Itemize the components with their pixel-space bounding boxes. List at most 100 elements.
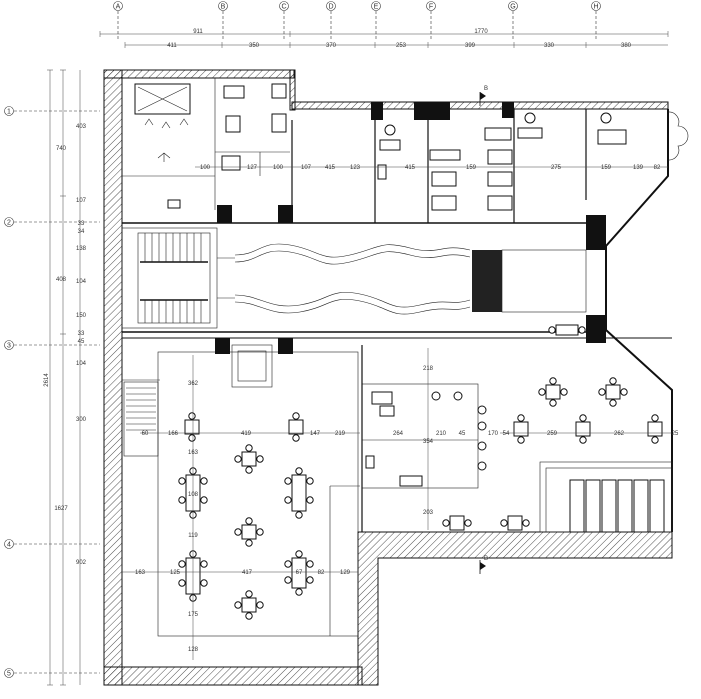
svg-text:104: 104 (76, 279, 87, 285)
svg-text:D: D (328, 4, 333, 11)
table-square (575, 414, 591, 444)
table-square (538, 377, 568, 407)
svg-text:411: 411 (167, 43, 177, 49)
structural-columns (215, 102, 606, 354)
svg-text:354: 354 (423, 439, 434, 445)
table-square (234, 590, 264, 620)
svg-text:166: 166 (168, 431, 179, 437)
svg-text:163: 163 (135, 570, 146, 576)
svg-text:100: 100 (200, 165, 211, 171)
svg-text:3: 3 (7, 343, 11, 350)
svg-text:125: 125 (170, 570, 181, 576)
dim-overall-total: 1770 (474, 29, 488, 35)
svg-text:F: F (429, 4, 433, 11)
svg-text:138: 138 (76, 246, 87, 252)
svg-text:1: 1 (7, 109, 11, 116)
svg-text:210: 210 (436, 431, 447, 437)
svg-text:4: 4 (7, 542, 11, 549)
section-marker-bottom: B (479, 556, 488, 574)
svg-text:403: 403 (76, 124, 87, 130)
grid-bubble-e: E (371, 1, 381, 40)
grid-bubble-2: 2 (4, 217, 100, 227)
grid-bubble-4: 4 (4, 539, 100, 549)
svg-text:419: 419 (241, 431, 252, 437)
svg-text:259: 259 (547, 431, 558, 437)
svg-text:108: 108 (188, 492, 199, 498)
svg-text:370: 370 (326, 43, 337, 49)
lockers (569, 479, 665, 533)
desk-cluster-1 (431, 149, 513, 211)
dim-outer-total: 2614 (44, 373, 50, 387)
svg-text:150: 150 (76, 313, 87, 319)
table-square (548, 324, 586, 336)
svg-text:107: 107 (301, 165, 312, 171)
south-wall-left (103, 666, 363, 686)
svg-text:147: 147 (310, 431, 321, 437)
svg-text:264: 264 (393, 431, 404, 437)
svg-text:159: 159 (601, 165, 612, 171)
small-offices-left (221, 83, 287, 171)
svg-text:218: 218 (423, 366, 434, 372)
svg-text:408: 408 (56, 277, 67, 283)
table-square (442, 515, 472, 531)
table-square (598, 377, 628, 407)
grid-bubble-c: C (279, 1, 289, 40)
ramp-steps (472, 250, 502, 312)
left-dimension-lines: 2614 740 408 1627 403 107 33 34 138 104 … (44, 69, 87, 686)
svg-text:399: 399 (465, 43, 476, 49)
svg-text:104: 104 (76, 361, 87, 367)
svg-text:262: 262 (614, 431, 625, 437)
section-marker-top: B (479, 86, 488, 106)
svg-text:175: 175 (188, 612, 199, 618)
svg-text:107: 107 (76, 198, 87, 204)
svg-text:300: 300 (76, 417, 87, 423)
svg-text:159: 159 (466, 165, 477, 171)
svg-text:380: 380 (621, 43, 632, 49)
svg-text:33: 33 (78, 221, 85, 227)
svg-text:417: 417 (242, 570, 253, 576)
svg-text:45: 45 (78, 339, 85, 345)
corridor-wave-feature (217, 243, 587, 315)
table-square (234, 444, 264, 474)
svg-text:275: 275 (551, 165, 562, 171)
svg-text:B: B (484, 556, 488, 562)
grid-bubble-1: 1 (4, 106, 100, 116)
west-wall (103, 69, 123, 686)
south-wall-right (357, 531, 673, 686)
office-row-upper (377, 111, 689, 211)
table-long (284, 467, 314, 519)
svg-text:54: 54 (503, 431, 510, 437)
svg-text:203: 203 (423, 510, 434, 516)
grid-bubble-f: F (426, 1, 436, 40)
svg-text:G: G (510, 4, 515, 11)
svg-text:415: 415 (325, 165, 336, 171)
svg-text:E: E (374, 4, 379, 11)
svg-text:60: 60 (142, 431, 149, 437)
left-secondary-stair (123, 344, 273, 457)
svg-text:33: 33 (78, 331, 85, 337)
svg-text:119: 119 (188, 533, 198, 539)
svg-text:1627: 1627 (54, 506, 68, 512)
table-square (500, 515, 530, 531)
svg-text:219: 219 (335, 431, 346, 437)
svg-text:127: 127 (247, 165, 258, 171)
top-dimension-lines: 911 1770 411 350 370 253 399 330 380 (99, 29, 669, 49)
svg-text:740: 740 (56, 146, 67, 152)
svg-text:C: C (281, 4, 286, 11)
upper-room-dimensions: 100 127 100 107 415 123 415 159 275 159 … (195, 165, 668, 171)
grid-bubble-5: 5 (4, 668, 100, 678)
north-wall-left (103, 69, 295, 79)
grid-bubble-h: H (591, 1, 601, 40)
svg-text:139: 139 (633, 165, 644, 171)
svg-text:163: 163 (188, 450, 199, 456)
lower-left-dimensions: 60 166 419 147 219 264 210 45 170 362 16… (122, 355, 499, 660)
grid-bubble-b: B (218, 1, 228, 40)
grid-bubble-g: G (508, 1, 518, 40)
svg-text:82: 82 (654, 165, 661, 171)
svg-text:128: 128 (188, 647, 199, 653)
table-square (513, 414, 529, 444)
svg-text:362: 362 (188, 381, 199, 387)
svg-text:82: 82 (318, 570, 325, 576)
kitchen: 218 354 203 (365, 348, 487, 530)
